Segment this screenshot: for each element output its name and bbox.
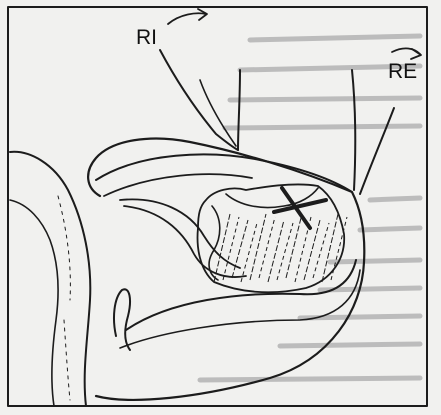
retractor-ri-right — [238, 70, 240, 150]
left-structure-inner — [10, 200, 58, 406]
lower-hook — [114, 289, 130, 350]
hatch-line — [232, 220, 248, 278]
show-through-text — [200, 36, 420, 380]
upper-lid-curve — [96, 155, 352, 192]
retractor-ri-left — [160, 50, 238, 150]
lid-inner-curve — [104, 174, 252, 196]
tissue-hatching — [214, 214, 347, 282]
hatch-line — [304, 220, 320, 280]
ri-arrow-head — [198, 9, 207, 20]
hatch-line — [241, 223, 257, 282]
hatch-line — [322, 214, 338, 282]
retractor-re-right — [360, 108, 394, 194]
hatch-line — [313, 223, 329, 278]
hatch-line — [277, 223, 293, 280]
retractor-re-left — [352, 70, 355, 190]
label-ri: RI — [136, 26, 157, 49]
left-structure-stipple — [58, 196, 70, 400]
hatch-line — [250, 214, 266, 280]
hatch-line — [331, 217, 347, 280]
pouch-lower-inner — [120, 270, 360, 348]
label-re: RE — [388, 60, 417, 83]
left-structure-outline — [10, 152, 90, 406]
hatch-line — [268, 220, 284, 282]
hatch-line — [223, 217, 239, 280]
hatch-line — [214, 214, 230, 282]
hatch-line — [286, 214, 302, 278]
tissue-notch — [209, 206, 220, 280]
fold-lower — [124, 206, 246, 277]
hatch-line — [259, 217, 275, 278]
